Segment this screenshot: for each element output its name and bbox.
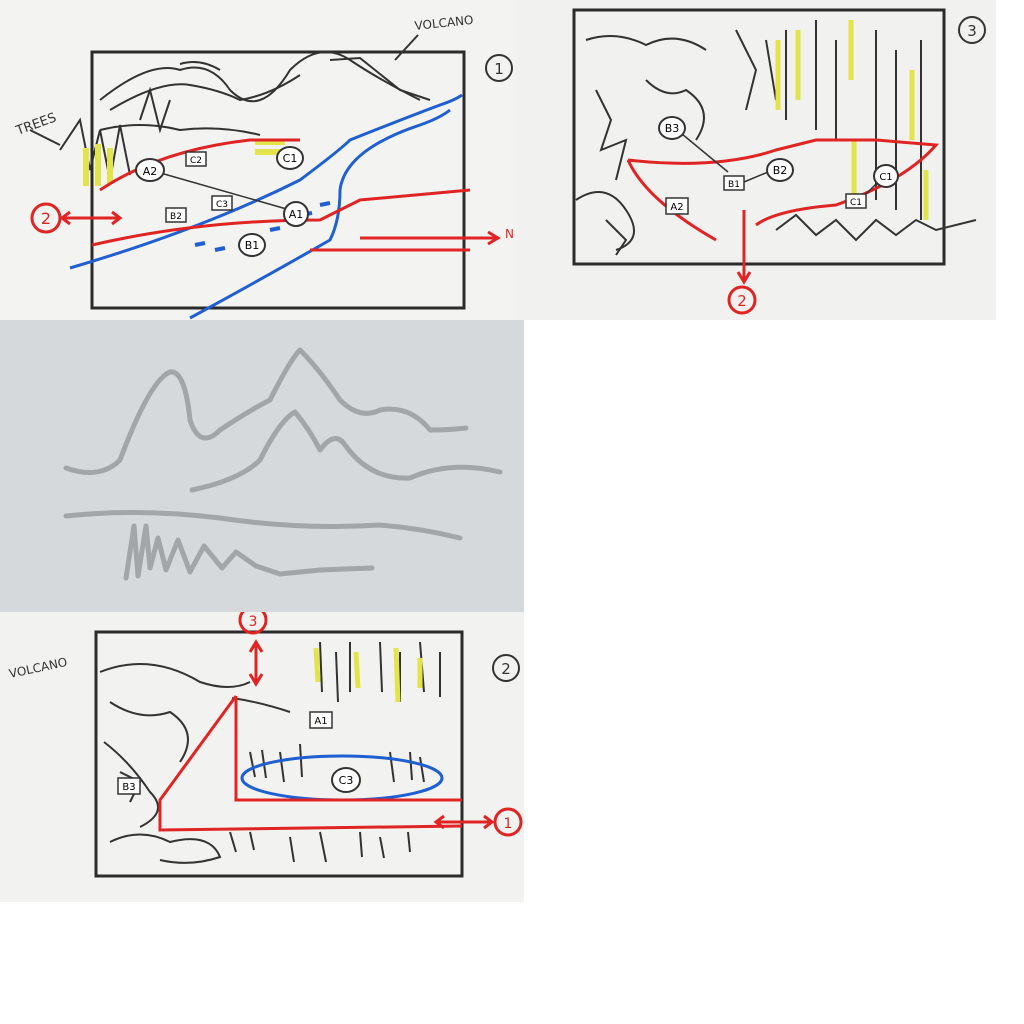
link-1-marker[interactable]: [493, 807, 523, 837]
sketch-panel-2: 3 1 VOLCANO 2 A1 B3 C3: [0, 612, 524, 902]
panel-number-circle: [485, 54, 513, 82]
label-b3: B3: [122, 782, 135, 793]
trees-label: TREES: [13, 110, 58, 139]
label-b1: B1: [245, 239, 260, 252]
label-b2: B2: [773, 164, 788, 177]
river: [69, 93, 463, 320]
sketch-2-drawing: 3 1 VOLCANO 2 A1 B3 C3: [8, 612, 523, 878]
sketch-panel-1: 2 N TREES VOLCANO 1 A2 A1 B1 B2 C1 C2 C3: [0, 0, 516, 320]
tree-scribbles: [229, 641, 441, 863]
label-c2: C2: [190, 156, 202, 166]
label-a1: A1: [314, 716, 327, 727]
red-paths: [158, 639, 495, 832]
landscape-strokes: [63, 347, 503, 581]
label-b1: B1: [728, 180, 740, 190]
volcano-label: VOLCANO: [414, 13, 474, 33]
yellow-highlight: [313, 647, 423, 703]
yellow-highlight: [83, 139, 285, 186]
label-a2: A2: [143, 165, 158, 178]
label-c3: C3: [216, 200, 228, 210]
link-2-label: 2: [41, 209, 51, 228]
panel-number-circle: [958, 16, 986, 44]
label-a2: A2: [670, 202, 683, 213]
volcano-label: VOLCANO: [8, 655, 69, 681]
link-1-label: 1: [504, 816, 513, 832]
red-paths: [59, 138, 501, 252]
label-c3: C3: [339, 774, 354, 787]
yellow-highlight: [775, 20, 929, 220]
sketch-3-drawing: 2 3 B3 B1 B2 A2 C1 C1: [572, 8, 986, 315]
frame: [94, 630, 464, 878]
label-b2: B2: [170, 212, 182, 222]
sketch-1-drawing: 2 N TREES VOLCANO 1 A2 A1 B1 B2 C1 C2 C3: [13, 13, 514, 320]
link-2-marker[interactable]: [30, 202, 62, 234]
label-a1: A1: [289, 208, 304, 221]
panel-number: 2: [501, 660, 511, 678]
panel-number-circle: [492, 654, 520, 682]
tree-scribbles: [29, 86, 171, 181]
panel-number: 1: [494, 60, 504, 78]
label-b3: B3: [665, 122, 680, 135]
north-label: N: [505, 227, 514, 241]
sketch-panel-3: 2 3 B3 B1 B2 A2 C1 C1: [516, 0, 996, 320]
frame: [90, 50, 466, 310]
link-2-marker[interactable]: [727, 285, 757, 315]
panel-number: 3: [967, 22, 977, 40]
link-2-label: 2: [737, 292, 747, 310]
link-3-marker[interactable]: [238, 612, 268, 635]
grey-landscape-panel: [0, 320, 524, 612]
link-3-label: 3: [249, 614, 258, 630]
label-c1-box: C1: [850, 198, 862, 208]
red-path: [626, 138, 940, 285]
frame: [572, 8, 946, 266]
label-c1: C1: [283, 152, 298, 165]
foliage-scribbles: [575, 20, 977, 256]
label-c1-circle: C1: [879, 172, 892, 183]
volcano-pointer: [394, 34, 419, 61]
